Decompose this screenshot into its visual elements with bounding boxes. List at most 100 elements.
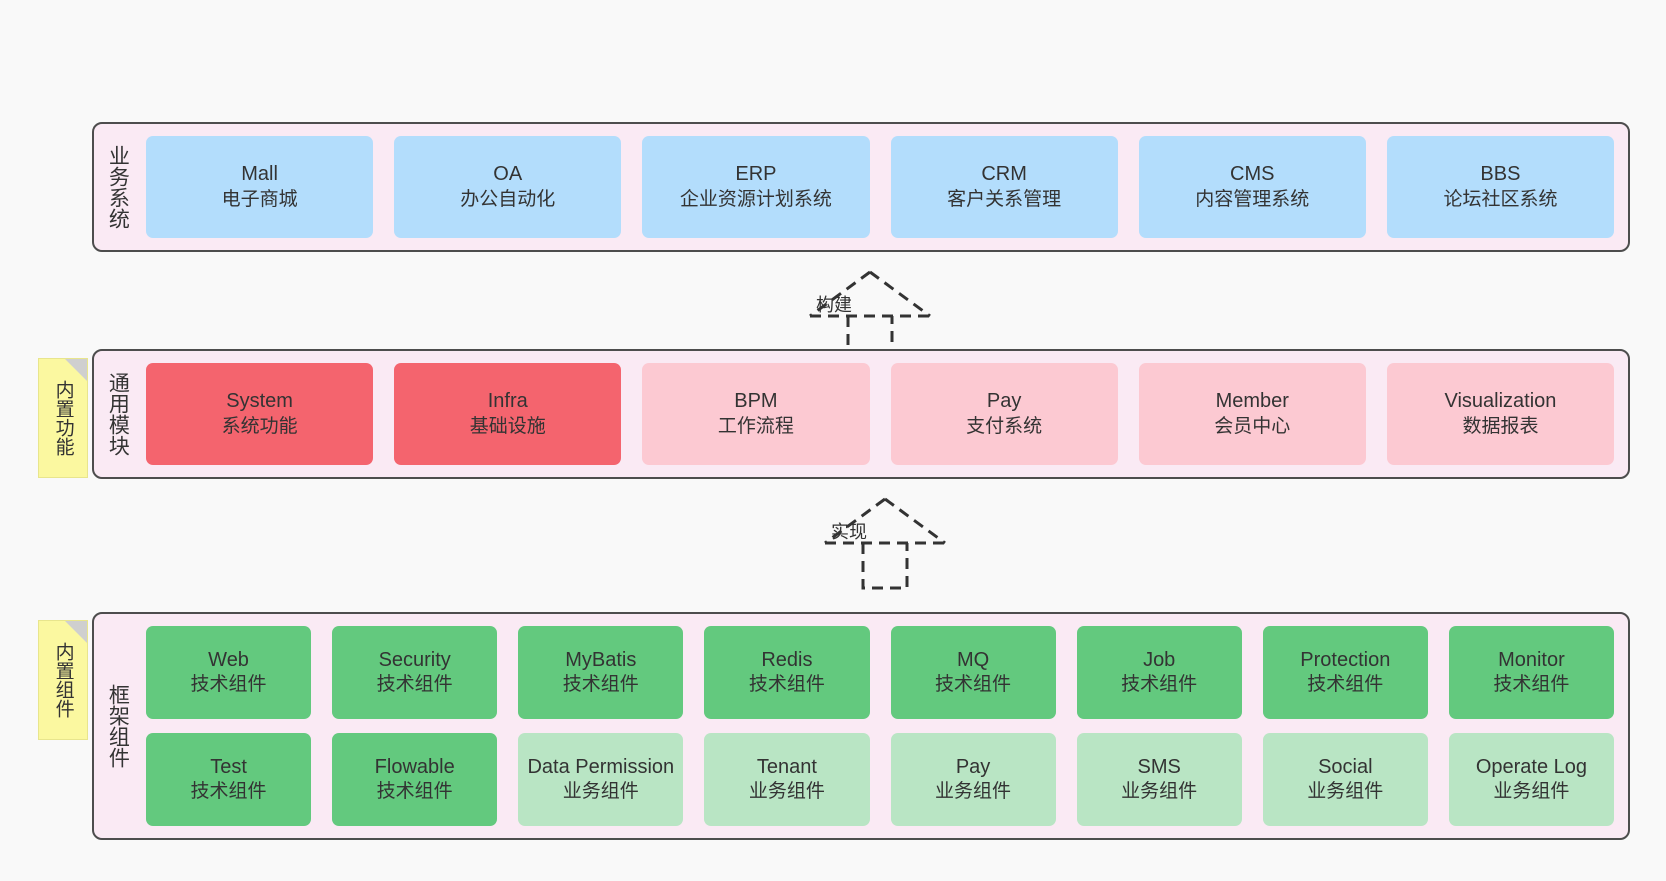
card-erp[interactable]: ERP 企业资源计划系统 — [642, 136, 870, 238]
layer-common-modules[interactable]: 通用模块 System 系统功能 Infra 基础设施 BPM 工作流程 Pay… — [92, 349, 1630, 479]
card-title-en: Flowable — [374, 755, 455, 778]
card-sms[interactable]: SMS 业务组件 — [1076, 733, 1242, 826]
card-bbs[interactable]: BBS 论坛社区系统 — [1386, 136, 1615, 238]
connector-build-label: 构建 — [816, 295, 852, 315]
card-visualization[interactable]: Visualization 数据报表 — [1386, 363, 1615, 465]
card-title-cn: 技术组件 — [935, 674, 1012, 696]
card-title-en: Mall — [241, 163, 278, 186]
card-oa[interactable]: OA 办公自动化 — [394, 136, 622, 238]
card-row: Test 技术组件 Flowable 技术组件 Data Permission … — [146, 733, 1614, 826]
card-operate-log[interactable]: Operate Log 业务组件 — [1448, 733, 1614, 826]
card-title-en: OA — [493, 163, 523, 186]
card-pay-module[interactable]: Pay 支付系统 — [890, 363, 1118, 465]
card-title-cn: 技术组件 — [1493, 674, 1570, 696]
card-title-cn: 业务组件 — [1307, 781, 1384, 803]
card-title-cn: 技术组件 — [748, 674, 825, 696]
card-flowable[interactable]: Flowable 技术组件 — [332, 733, 498, 826]
note-builtin-features[interactable]: 内置功能 — [38, 358, 88, 478]
card-crm[interactable]: CRM 客户关系管理 — [890, 136, 1118, 238]
card-job[interactable]: Job 技术组件 — [1076, 626, 1242, 719]
card-member[interactable]: Member 会员中心 — [1138, 363, 1366, 465]
card-title-en: Protection — [1300, 648, 1391, 671]
card-title-cn: 业务组件 — [1121, 781, 1198, 803]
layer-title-common: 通用模块 — [106, 372, 130, 456]
card-title-en: Web — [208, 648, 249, 671]
card-row: Mall 电子商城 OA 办公自动化 ERP 企业资源计划系统 CRM 客户关系… — [146, 136, 1615, 238]
card-title-en: Social — [1318, 755, 1373, 778]
note-text: 内置组件 — [52, 642, 74, 718]
card-bpm[interactable]: BPM 工作流程 — [642, 363, 870, 465]
card-protection[interactable]: Protection 技术组件 — [1262, 626, 1428, 719]
card-title-cn: 论坛社区系统 — [1443, 188, 1558, 210]
card-title-en: Pay — [986, 390, 1022, 413]
generalization-arrow-icon — [809, 270, 931, 363]
layer-body-common: System 系统功能 Infra 基础设施 BPM 工作流程 Pay 支付系统… — [140, 351, 1628, 477]
note-builtin-components[interactable]: 内置组件 — [38, 620, 88, 740]
generalization-arrow-icon — [824, 497, 946, 590]
note-text: 内置功能 — [52, 380, 74, 456]
card-title-cn: 业务组件 — [748, 781, 825, 803]
card-title-en: Member — [1215, 390, 1289, 413]
layer-title-framework: 框架组件 — [106, 684, 130, 768]
card-title-cn: 基础设施 — [469, 415, 546, 437]
card-title-cn: 内容管理系统 — [1195, 188, 1310, 210]
card-title-cn: 技术组件 — [376, 674, 453, 696]
card-title-cn: 技术组件 — [190, 781, 267, 803]
card-title-cn: 技术组件 — [1307, 674, 1384, 696]
card-web[interactable]: Web 技术组件 — [146, 626, 312, 719]
folded-corner-icon — [65, 359, 87, 381]
card-title-cn: 办公自动化 — [460, 188, 556, 210]
card-title-en: Data Permission — [527, 755, 675, 778]
card-title-cn: 业务组件 — [935, 781, 1012, 803]
card-system[interactable]: System 系统功能 — [146, 363, 374, 465]
card-title-en: Visualization — [1444, 390, 1557, 413]
connector-implement — [805, 495, 965, 590]
card-title-cn: 技术组件 — [190, 674, 267, 696]
card-title-en: CMS — [1230, 163, 1275, 186]
card-redis[interactable]: Redis 技术组件 — [704, 626, 870, 719]
card-title-cn: 技术组件 — [376, 781, 453, 803]
card-title-en: Tenant — [756, 755, 817, 778]
card-mall[interactable]: Mall 电子商城 — [146, 136, 374, 238]
card-title-en: Job — [1143, 648, 1176, 671]
card-title-en: System — [226, 390, 293, 413]
card-mybatis[interactable]: MyBatis 技术组件 — [518, 626, 684, 719]
card-title-en: SMS — [1137, 755, 1181, 778]
card-title-en: Operate Log — [1475, 755, 1588, 778]
folded-corner-icon — [65, 621, 87, 643]
card-data-permission[interactable]: Data Permission 业务组件 — [518, 733, 684, 826]
card-title-en: ERP — [735, 163, 777, 186]
card-title-cn: 电子商城 — [221, 188, 298, 210]
connector-build — [790, 268, 950, 363]
card-title-cn: 会员中心 — [1214, 415, 1291, 437]
layer-business-systems[interactable]: 业务系统 Mall 电子商城 OA 办公自动化 ERP 企业资源计划系统 CRM… — [92, 122, 1630, 252]
card-row: System 系统功能 Infra 基础设施 BPM 工作流程 Pay 支付系统… — [146, 363, 1615, 465]
card-title-en: Infra — [487, 390, 528, 413]
card-title-cn: 客户关系管理 — [947, 188, 1062, 210]
connector-implement-label: 实现 — [831, 522, 867, 542]
layer-body-business: Mall 电子商城 OA 办公自动化 ERP 企业资源计划系统 CRM 客户关系… — [140, 124, 1628, 250]
card-monitor[interactable]: Monitor 技术组件 — [1448, 626, 1614, 719]
card-security[interactable]: Security 技术组件 — [332, 626, 498, 719]
card-title-en: Redis — [761, 648, 813, 671]
card-title-cn: 工作流程 — [717, 415, 794, 437]
card-title-cn: 业务组件 — [562, 781, 639, 803]
card-title-en: BPM — [734, 390, 778, 413]
card-social[interactable]: Social 业务组件 — [1262, 733, 1428, 826]
card-title-en: Monitor — [1498, 648, 1565, 671]
card-title-en: CRM — [981, 163, 1027, 186]
layer-framework-components[interactable]: 框架组件 Web 技术组件 Security 技术组件 MyBatis 技术组件… — [92, 612, 1630, 840]
card-title-cn: 技术组件 — [1121, 674, 1198, 696]
card-mq[interactable]: MQ 技术组件 — [890, 626, 1056, 719]
card-title-en: Test — [210, 755, 247, 778]
layer-title-business: 业务系统 — [106, 145, 130, 229]
card-tenant[interactable]: Tenant 业务组件 — [704, 733, 870, 826]
card-infra[interactable]: Infra 基础设施 — [394, 363, 622, 465]
card-title-en: Pay — [955, 755, 991, 778]
card-pay-component[interactable]: Pay 业务组件 — [890, 733, 1056, 826]
layer-body-framework: Web 技术组件 Security 技术组件 MyBatis 技术组件 Redi… — [140, 614, 1628, 838]
card-title-cn: 业务组件 — [1493, 781, 1570, 803]
card-cms[interactable]: CMS 内容管理系统 — [1138, 136, 1366, 238]
card-test[interactable]: Test 技术组件 — [146, 733, 312, 826]
card-title-cn: 数据报表 — [1462, 415, 1539, 437]
